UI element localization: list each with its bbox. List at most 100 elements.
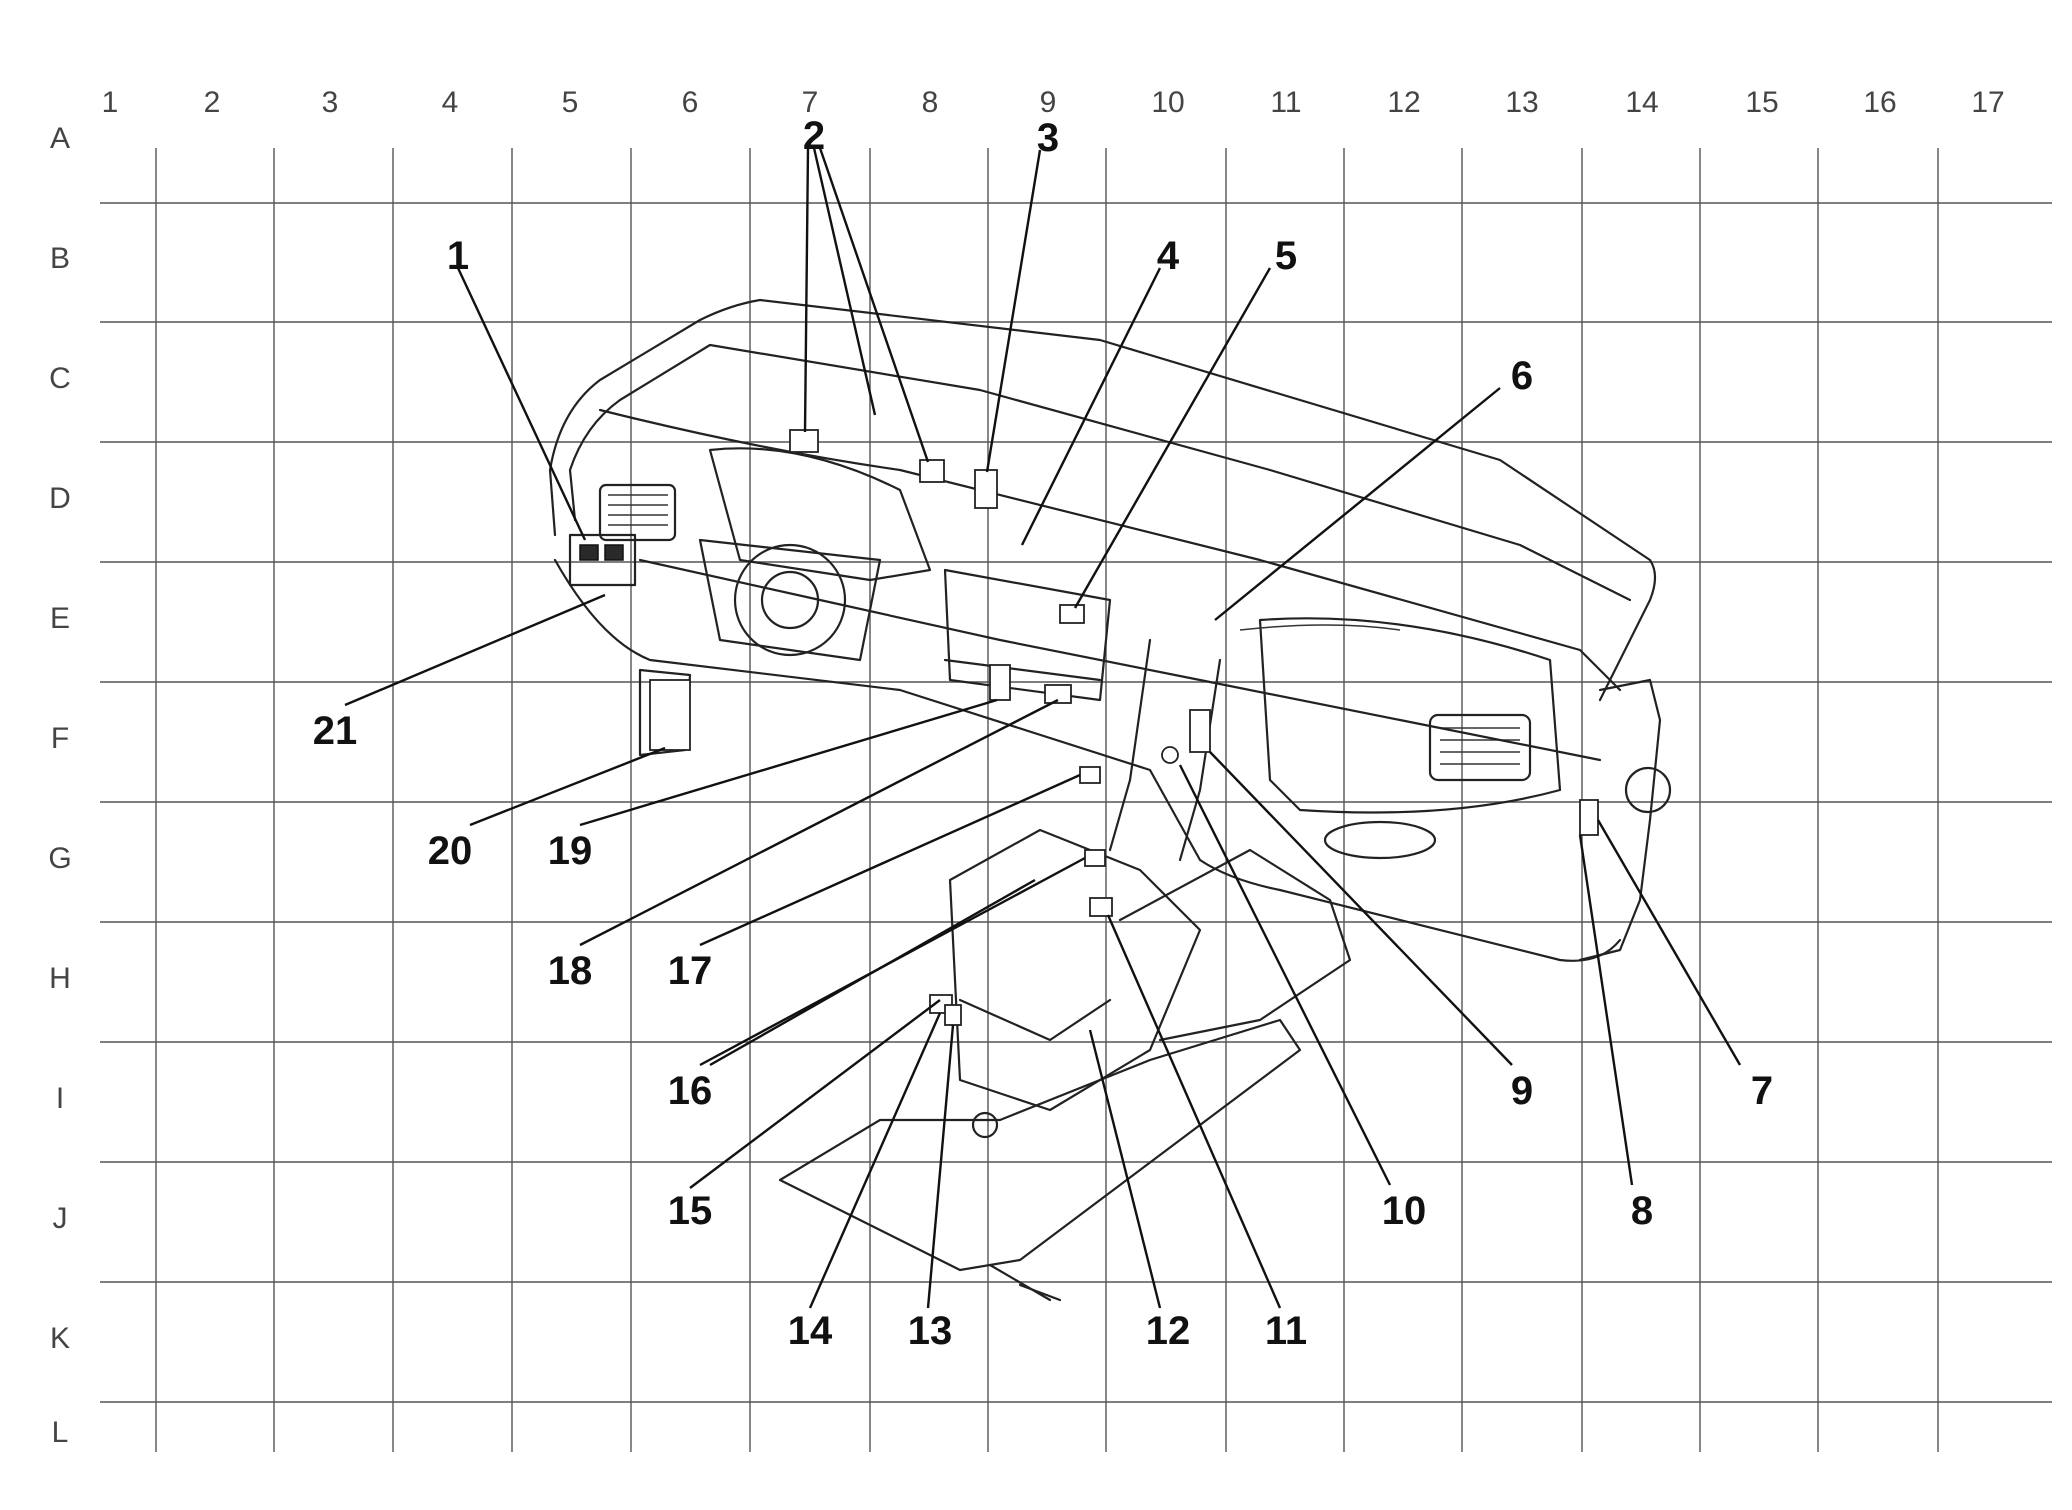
column-label: 12 — [1387, 86, 1420, 119]
center-support-right — [1178, 658, 1222, 862]
left-switch-block — [568, 533, 637, 587]
callout-11: 11 — [1265, 1309, 1307, 1353]
callout-5: 5 — [1275, 234, 1297, 278]
harness-branch — [1239, 624, 1401, 631]
connector-10 — [1161, 746, 1179, 764]
leader-17 — [699, 773, 1081, 947]
callout-13: 13 — [908, 1309, 953, 1353]
column-label: 14 — [1625, 86, 1658, 119]
leader-18 — [579, 698, 1059, 947]
column-label: 13 — [1505, 86, 1538, 119]
leader-11 — [1106, 914, 1282, 1309]
row-label: B — [50, 242, 70, 275]
callout-12: 12 — [1146, 1309, 1191, 1353]
row-label: F — [51, 722, 69, 755]
row-label: C — [49, 362, 71, 395]
row-label: E — [50, 602, 70, 635]
cross-car-harness — [638, 558, 1602, 762]
leader-lines — [344, 147, 1742, 1309]
column-label: 7 — [802, 86, 819, 119]
column-label: 11 — [1270, 86, 1301, 119]
leader-15 — [689, 999, 941, 1189]
column-label: 17 — [1971, 86, 2004, 119]
connector-13 — [944, 1004, 962, 1026]
console-bolt — [971, 1111, 999, 1139]
row-label: G — [48, 842, 71, 875]
switch-2 — [604, 544, 624, 561]
callout-14: 14 — [788, 1309, 833, 1353]
callout-2: 2 — [803, 114, 825, 158]
column-label: 2 — [204, 86, 221, 119]
glove-box-region — [1258, 617, 1562, 814]
leader-10 — [1178, 764, 1392, 1186]
connector-16 — [1084, 849, 1106, 867]
column-label: 9 — [1040, 86, 1057, 119]
connector-3 — [974, 469, 998, 509]
steering-column-hub — [760, 570, 820, 630]
column-label: 10 — [1151, 86, 1184, 119]
leader-20 — [469, 746, 666, 827]
column-label: 1 — [102, 86, 119, 119]
center-support-left — [1108, 638, 1152, 852]
leader-13 — [926, 1024, 955, 1309]
row-label: D — [49, 482, 71, 515]
callout-16: 16 — [668, 1069, 713, 1113]
center-stack-frame — [943, 568, 1112, 702]
column-label: 15 — [1745, 86, 1778, 119]
callout-21: 21 — [313, 709, 358, 753]
steering-bracket — [698, 538, 882, 662]
callout-3: 3 — [1037, 116, 1059, 160]
leader-2b — [812, 147, 877, 416]
cluster-housing — [708, 447, 932, 582]
connector-19 — [989, 664, 1011, 701]
right-vent-louvers — [1440, 727, 1520, 765]
floor-rail-2 — [1018, 1283, 1062, 1302]
dash-top-inner — [568, 343, 1632, 602]
leader-3 — [985, 149, 1042, 473]
leader-9 — [1209, 751, 1513, 1066]
connector-11 — [1089, 897, 1113, 917]
callout-17: 17 — [668, 949, 713, 993]
leader-6 — [1214, 387, 1501, 621]
switch-1 — [579, 544, 599, 561]
column-label: 6 — [682, 86, 699, 119]
left-vent-louvers — [608, 494, 668, 526]
column-label: 3 — [322, 86, 339, 119]
leader-16b — [709, 878, 1036, 1067]
callout-6: 6 — [1511, 354, 1533, 398]
leader-2c — [818, 147, 930, 463]
connector-2b — [919, 459, 945, 483]
callout-1: 1 — [447, 234, 469, 278]
leader-2a — [803, 147, 810, 433]
connector-9 — [1189, 709, 1211, 753]
row-label: A — [50, 122, 70, 155]
connector-2a — [789, 429, 819, 453]
module-20 — [649, 679, 691, 751]
column-label: 4 — [442, 86, 459, 119]
steering-column-ring — [733, 543, 847, 657]
row-label: H — [49, 962, 71, 995]
leader-7 — [1596, 819, 1742, 1066]
connector-5 — [1059, 604, 1085, 624]
leader-4 — [1020, 267, 1162, 546]
leader-12 — [1088, 1029, 1162, 1309]
callout-18: 18 — [548, 949, 593, 993]
row-label: J — [53, 1202, 68, 1235]
leader-21 — [344, 593, 606, 707]
dash-top-outline — [548, 298, 1657, 702]
leader-19 — [579, 698, 998, 827]
center-stack-divider — [943, 658, 1102, 682]
dash-lower-edge — [553, 558, 1622, 962]
right-end-panel — [1578, 678, 1662, 962]
row-label: I — [56, 1082, 64, 1115]
connector-18 — [1044, 684, 1072, 704]
column-label: 5 — [562, 86, 579, 119]
row-label: K — [50, 1322, 70, 1355]
callout-9: 9 — [1511, 1069, 1533, 1113]
leader-1 — [456, 267, 587, 541]
leader-8 — [1578, 834, 1634, 1186]
glove-box-handle — [1323, 820, 1437, 860]
